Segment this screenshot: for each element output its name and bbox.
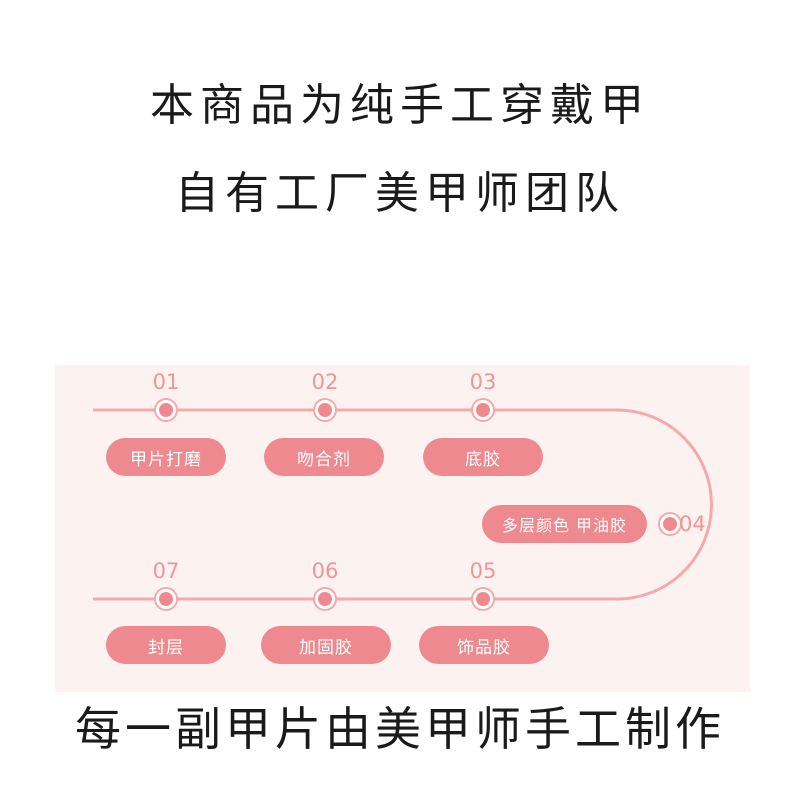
process-track xyxy=(93,398,713,611)
step-number-04: 04 xyxy=(679,512,706,536)
footer-handmade-note: 每一副甲片由美甲师手工制作 xyxy=(75,702,725,756)
step-node-07 xyxy=(154,587,178,611)
step-node-02 xyxy=(313,398,337,422)
step-label-02: 吻合剂 xyxy=(264,438,384,476)
step-number-03: 03 xyxy=(469,370,497,394)
step-node-05 xyxy=(471,587,495,611)
step-node-04 xyxy=(658,512,682,536)
step-label-01: 甲片打磨 xyxy=(106,438,226,476)
step-node-06 xyxy=(313,587,337,611)
step-number-01: 01 xyxy=(152,370,180,394)
step-label-04: 多层颜色 甲油胶 xyxy=(482,505,647,543)
step-number-07: 07 xyxy=(152,559,180,583)
step-label-06: 加固胶 xyxy=(261,626,391,664)
step-number-05: 05 xyxy=(469,559,497,583)
step-label-03: 底胶 xyxy=(423,438,543,476)
step-label-05: 饰品胶 xyxy=(419,626,549,664)
step-node-01 xyxy=(154,398,178,422)
step-node-03 xyxy=(471,398,495,422)
process-panel: 01 02 03 04 05 06 07 甲片打磨 吻合剂 底胶 多层颜色 甲油… xyxy=(55,365,750,692)
headline-factory-team: 自有工厂美甲师团队 xyxy=(175,168,625,219)
headline-handmade: 本商品为纯手工穿戴甲 xyxy=(150,80,650,131)
step-number-06: 06 xyxy=(311,559,339,583)
step-label-07: 封层 xyxy=(106,626,226,664)
step-number-02: 02 xyxy=(311,370,339,394)
